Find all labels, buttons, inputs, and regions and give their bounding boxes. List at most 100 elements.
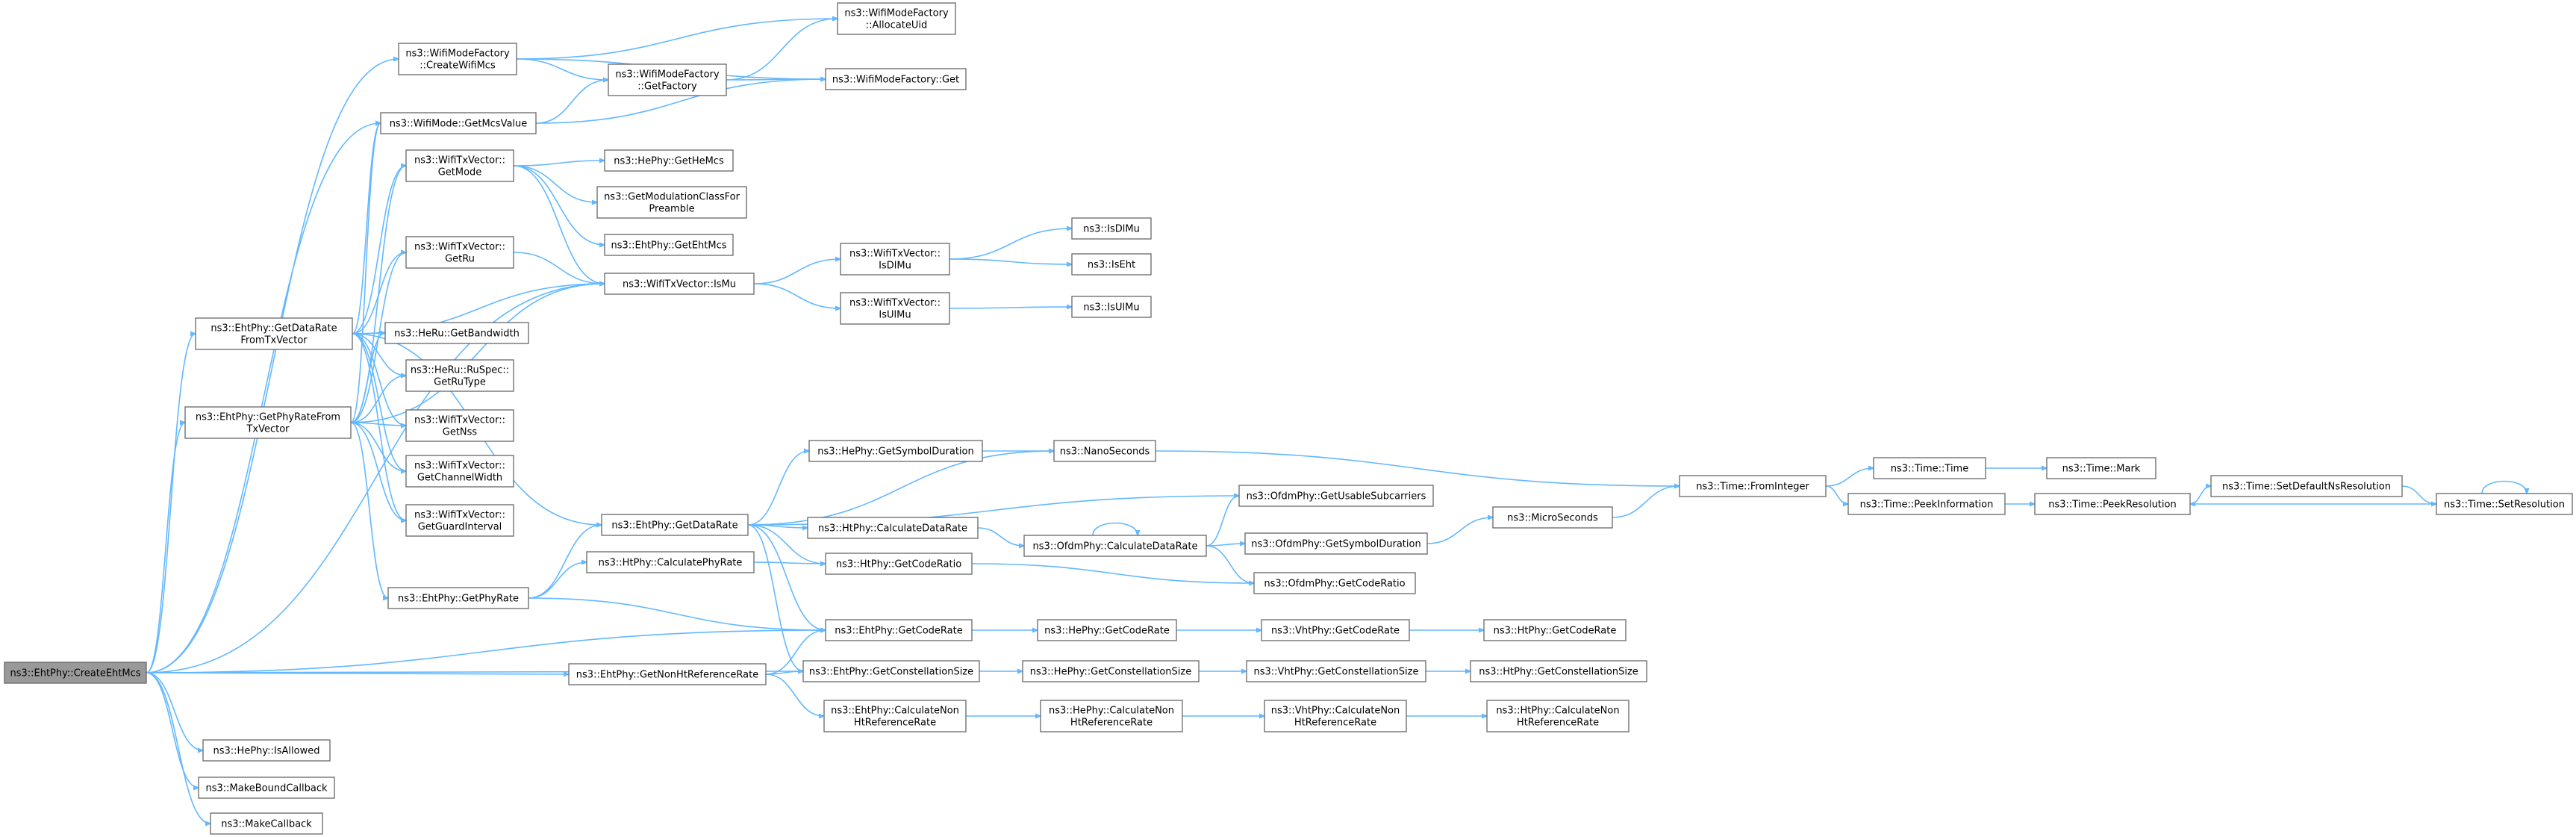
node-label: ns3::HePhy::GetCodeRate [1044, 626, 1170, 637]
node-label: ns3::HeRu::GetBandwidth [394, 329, 520, 340]
node-vht-get-const-size[interactable]: ns3::VhtPhy::GetConstellationSize [1246, 660, 1426, 682]
node-vht-get-code-rate[interactable]: ns3::VhtPhy::GetCodeRate [1261, 619, 1410, 641]
node-label: ns3::OfdmPhy::GetCodeRatio [1264, 579, 1405, 590]
node-is-ul-mu[interactable]: ns3::IsUlMu [1071, 296, 1152, 318]
node-eht-get-const-size[interactable]: ns3::EhtPhy::GetConstellationSize [802, 660, 980, 682]
node-get-ru[interactable]: ns3::WifiTxVector::GetRu [405, 236, 514, 269]
node-box [4, 662, 147, 684]
node-get-mcs-value[interactable]: ns3::WifiMode::GetMcsValue [380, 112, 537, 134]
node-vis-ul-mu[interactable]: ns3::WifiTxVector::IsUlMu [840, 292, 950, 325]
node-peek-resolution[interactable]: ns3::Time::PeekResolution [2034, 493, 2191, 515]
node-label: ns3::HeRu::RuSpec:: [411, 365, 509, 376]
node-micro-seconds[interactable]: ns3::MicroSeconds [1492, 506, 1613, 529]
node-box [2046, 457, 2156, 479]
node-get-eht-mcs[interactable]: ns3::EhtPhy::GetEhtMcs [604, 234, 734, 256]
node-ht-get-code-ratio[interactable]: ns3::HtPhy::GetCodeRatio [825, 553, 973, 575]
node-ofdm-get-code-ratio[interactable]: ns3::OfdmPhy::GetCodeRatio [1253, 572, 1416, 594]
node-ht-get-const-size[interactable]: ns3::HtPhy::GetConstellationSize [1470, 660, 1647, 682]
node-get-mode[interactable]: ns3::WifiTxVector::GetMode [405, 149, 514, 182]
node-label: ns3::HtPhy::GetCodeRate [1494, 626, 1617, 637]
node-time-mark[interactable]: ns3::Time::Mark [2046, 457, 2156, 479]
node-label: GetRuType [434, 377, 486, 388]
node-mfget[interactable]: ns3::WifiModeFactory::Get [825, 68, 967, 90]
node-label: ns3::Time::Time [1891, 464, 1968, 475]
edge-get-mode-to-is-mu [513, 165, 605, 284]
edge-arrow [513, 165, 605, 245]
node-box [405, 455, 514, 488]
node-get-guard-interval[interactable]: ns3::WifiTxVector::GetGuardInterval [405, 504, 514, 537]
edge-arrow [350, 123, 381, 423]
node-he-get-const-size[interactable]: ns3::HePhy::GetConstellationSize [1022, 660, 1200, 682]
node-create-wifi-mcs[interactable]: ns3::WifiModeFactory::CreateWifiMcs [398, 43, 517, 75]
node-label: ns3::GetModulationClassFor [604, 192, 740, 203]
node-label: ns3::NanoSeconds [1060, 446, 1150, 458]
node-box [184, 406, 352, 439]
node-ht-calc-data-rate[interactable]: ns3::HtPhy::CalculateDataRate [807, 517, 979, 539]
node-create-eht-mcs[interactable]: ns3::EhtPhy::CreateEhtMcs [4, 662, 147, 684]
node-is-mu[interactable]: ns3::WifiTxVector::IsMu [604, 273, 755, 295]
node-time-time[interactable]: ns3::Time::Time [1873, 457, 1986, 479]
node-get-ru-type[interactable]: ns3::HeRu::RuSpec::GetRuType [405, 359, 514, 392]
node-label: ns3::IsUlMu [1083, 302, 1139, 314]
node-label: IsUlMu [879, 310, 911, 321]
edge-get-phy-rate-to-ht-calc-phy-rate [528, 562, 587, 599]
node-label: ns3::Time::SetDefaultNsResolution [2222, 482, 2391, 493]
node-eht-get-code-rate[interactable]: ns3::EhtPhy::GetCodeRate [825, 619, 973, 641]
node-label: Preamble [649, 204, 694, 215]
node-get-symbol-duration[interactable]: ns3::HePhy::GetSymbolDuration [808, 440, 983, 462]
node-make-bound-callback[interactable]: ns3::MakeBoundCallback [198, 777, 335, 799]
node-label: ns3::HtPhy::CalculatePhyRate [599, 558, 743, 569]
node-label: ns3::WifiTxVector::IsMu [623, 279, 736, 290]
node-is-dl-mu[interactable]: ns3::IsDlMu [1071, 217, 1152, 240]
node-he-get-code-rate[interactable]: ns3::HePhy::GetCodeRate [1037, 619, 1177, 641]
node-label: ns3::WifiTxVector:: [849, 249, 941, 260]
node-get-nss[interactable]: ns3::WifiTxVector::GetNss [405, 409, 514, 442]
node-box [2210, 475, 2403, 497]
node-from-integer[interactable]: ns3::Time::FromInteger [1679, 475, 1827, 497]
node-ofdm-get-symbol-duration[interactable]: ns3::OfdmPhy::GetSymbolDuration [1244, 532, 1428, 555]
node-box [1486, 700, 1630, 732]
node-is-allowed[interactable]: ns3::HePhy::IsAllowed [202, 739, 331, 762]
node-get-channel-width[interactable]: ns3::WifiTxVector::GetChannelWidth [405, 455, 514, 488]
node-box [1040, 700, 1183, 732]
node-ofdm-calc-data-rate[interactable]: ns3::OfdmPhy::CalculateDataRate [1023, 535, 1207, 557]
node-nano-seconds[interactable]: ns3::NanoSeconds [1053, 440, 1156, 462]
edge-eht-get-data-rate-to-ht-get-code-ratio [747, 524, 826, 564]
node-label: ns3::WifiTxVector:: [414, 242, 505, 253]
node-get-phy-rate[interactable]: ns3::EhtPhy::GetPhyRate [387, 587, 529, 609]
node-box [195, 317, 353, 350]
node-box [808, 440, 983, 462]
node-is-eht[interactable]: ns3::IsEht [1071, 253, 1152, 276]
node-ht-calc-phy-rate[interactable]: ns3::HtPhy::CalculatePhyRate [586, 551, 755, 573]
node-make-callback[interactable]: ns3::MakeCallback [210, 812, 323, 835]
node-box [1470, 660, 1647, 682]
node-eht-get-data-rate[interactable]: ns3::EhtPhy::GetDataRate [601, 514, 749, 536]
node-set-resolution[interactable]: ns3::Time::SetResolution [2436, 493, 2573, 515]
edge-eht-get-data-rate-to-eht-get-code-rate [747, 524, 826, 630]
node-get-usable-subcarriers[interactable]: ns3::OfdmPhy::GetUsableSubcarriers [1238, 485, 1434, 507]
node-peek-information[interactable]: ns3::Time::PeekInformation [1847, 493, 2006, 515]
edge-arrow [146, 423, 185, 673]
node-box [1483, 619, 1627, 641]
node-box [596, 186, 747, 219]
node-box [405, 236, 514, 269]
node-get-he-mcs[interactable]: ns3::HePhy::GetHeMcs [604, 149, 734, 172]
node-get-bandwidth[interactable]: ns3::HeRu::GetBandwidth [384, 322, 529, 344]
edge-arrow [513, 165, 597, 202]
node-get-non-ht-ref-rate[interactable]: ns3::EhtPhy::GetNonHtReferenceRate [568, 663, 767, 685]
node-allocate-uid[interactable]: ns3::WifiModeFactory::AllocateUid [837, 2, 956, 35]
edge-arrow [765, 673, 824, 716]
node-get-factory[interactable]: ns3::WifiModeFactory::GetFactory [608, 63, 727, 96]
edge-arrow [753, 283, 841, 308]
node-vis-dl-mu[interactable]: ns3::WifiTxVector::IsDlMu [840, 243, 950, 276]
edge-arrow [726, 19, 838, 81]
node-ht-get-code-rate[interactable]: ns3::HtPhy::GetCodeRate [1483, 619, 1627, 641]
node-set-default-ns-resolution[interactable]: ns3::Time::SetDefaultNsResolution [2210, 475, 2403, 497]
